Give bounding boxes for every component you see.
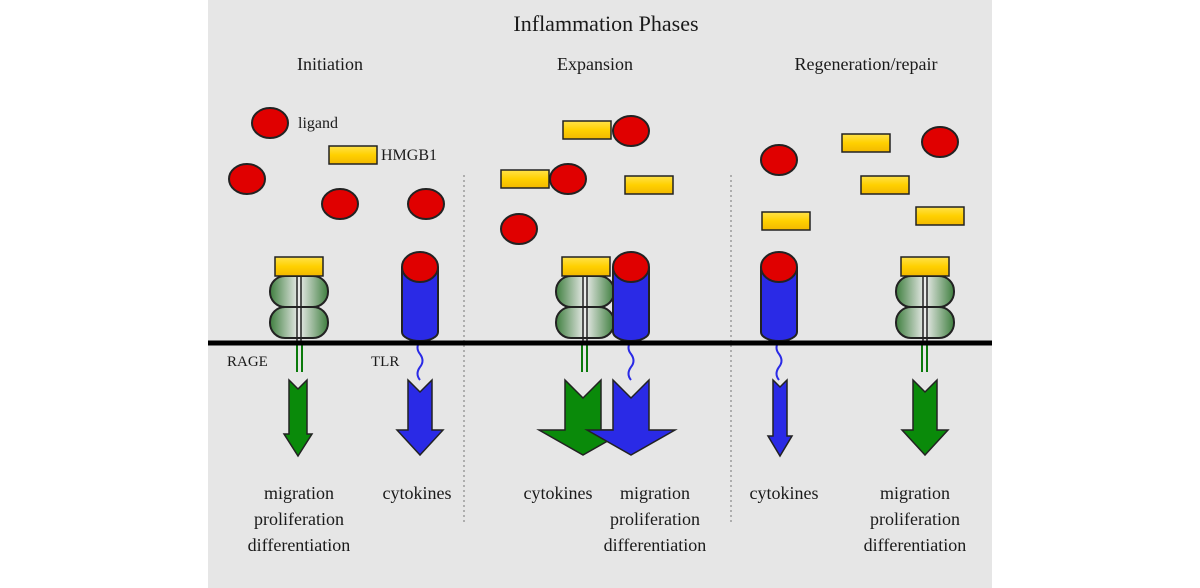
ligand-icon — [612, 251, 650, 283]
ligand-icon — [549, 163, 587, 195]
rage-receptor — [895, 256, 955, 372]
rage-domain — [895, 306, 955, 339]
rage-label: RAGE — [227, 354, 268, 370]
hmgb1-icon — [915, 206, 965, 226]
hmgb1-icon — [500, 169, 550, 189]
output-cytokines: cytokines — [750, 483, 819, 503]
free-hmgb1 — [328, 120, 965, 231]
rage-domain — [269, 306, 329, 339]
output-migration: migration — [620, 483, 690, 503]
tlr-signal-arrow — [395, 378, 445, 457]
ligand-icon — [228, 163, 266, 195]
output-proliferation: proliferation — [610, 509, 700, 529]
tlr-signal-arrow — [584, 378, 678, 456]
output-migration: migration — [264, 483, 334, 503]
output-differentiation: differentiation — [864, 535, 967, 555]
hmgb1-icon — [900, 256, 950, 277]
output-proliferation: proliferation — [870, 509, 960, 529]
hmgb1-icon — [274, 256, 324, 277]
tlr-label: TLR — [371, 354, 399, 370]
output-cytokines: cytokines — [383, 483, 452, 503]
rage-domain — [895, 275, 955, 308]
hmgb1-icon — [761, 211, 811, 231]
legend-ligand-label: ligand — [298, 115, 338, 132]
hmgb1-icon — [624, 175, 674, 195]
rage-signal-arrow — [282, 378, 314, 458]
ligand-icon — [251, 107, 289, 139]
ligand-icon — [760, 144, 798, 176]
phase-label-initiation: Initiation — [297, 54, 363, 74]
rage-receptor — [555, 256, 615, 372]
tlr-receptor — [401, 251, 439, 381]
diagram-title: Inflammation Phases — [513, 11, 698, 36]
ligand-icon — [612, 115, 650, 147]
hmgb1-icon — [328, 145, 378, 165]
phase-label-expansion: Expansion — [557, 54, 633, 74]
rage-domain — [555, 275, 615, 308]
signal-arrows — [282, 378, 950, 458]
rage-signal-arrow — [900, 378, 950, 457]
rage-receptor — [269, 256, 329, 372]
ligand-icon — [921, 126, 959, 158]
hmgb1-icon — [841, 133, 891, 153]
outputs-initiation: migration proliferation differentiation … — [248, 483, 452, 555]
ligand-icon — [401, 251, 439, 283]
ligand-icon — [760, 251, 798, 283]
hmgb1-icon — [562, 120, 612, 140]
output-migration: migration — [880, 483, 950, 503]
hmgb1-icon — [561, 256, 611, 277]
output-proliferation: proliferation — [254, 509, 344, 529]
ligand-icon — [407, 188, 445, 220]
rage-domain — [269, 275, 329, 308]
outputs-expansion: cytokines migration proliferation differ… — [524, 483, 707, 555]
hmgb1-icon — [860, 175, 910, 195]
output-differentiation: differentiation — [248, 535, 351, 555]
outputs-regeneration: cytokines migration proliferation differ… — [750, 483, 967, 555]
ligand-icon — [500, 213, 538, 245]
ligand-icon — [321, 188, 359, 220]
rage-domain — [555, 306, 615, 339]
phase-label-regeneration: Regeneration/repair — [795, 54, 938, 74]
output-differentiation: differentiation — [604, 535, 707, 555]
legend-hmgb1-label: HMGB1 — [381, 147, 437, 164]
free-ligands — [228, 107, 959, 245]
output-cytokines: cytokines — [524, 483, 593, 503]
tlr-signal-arrow — [766, 378, 794, 458]
